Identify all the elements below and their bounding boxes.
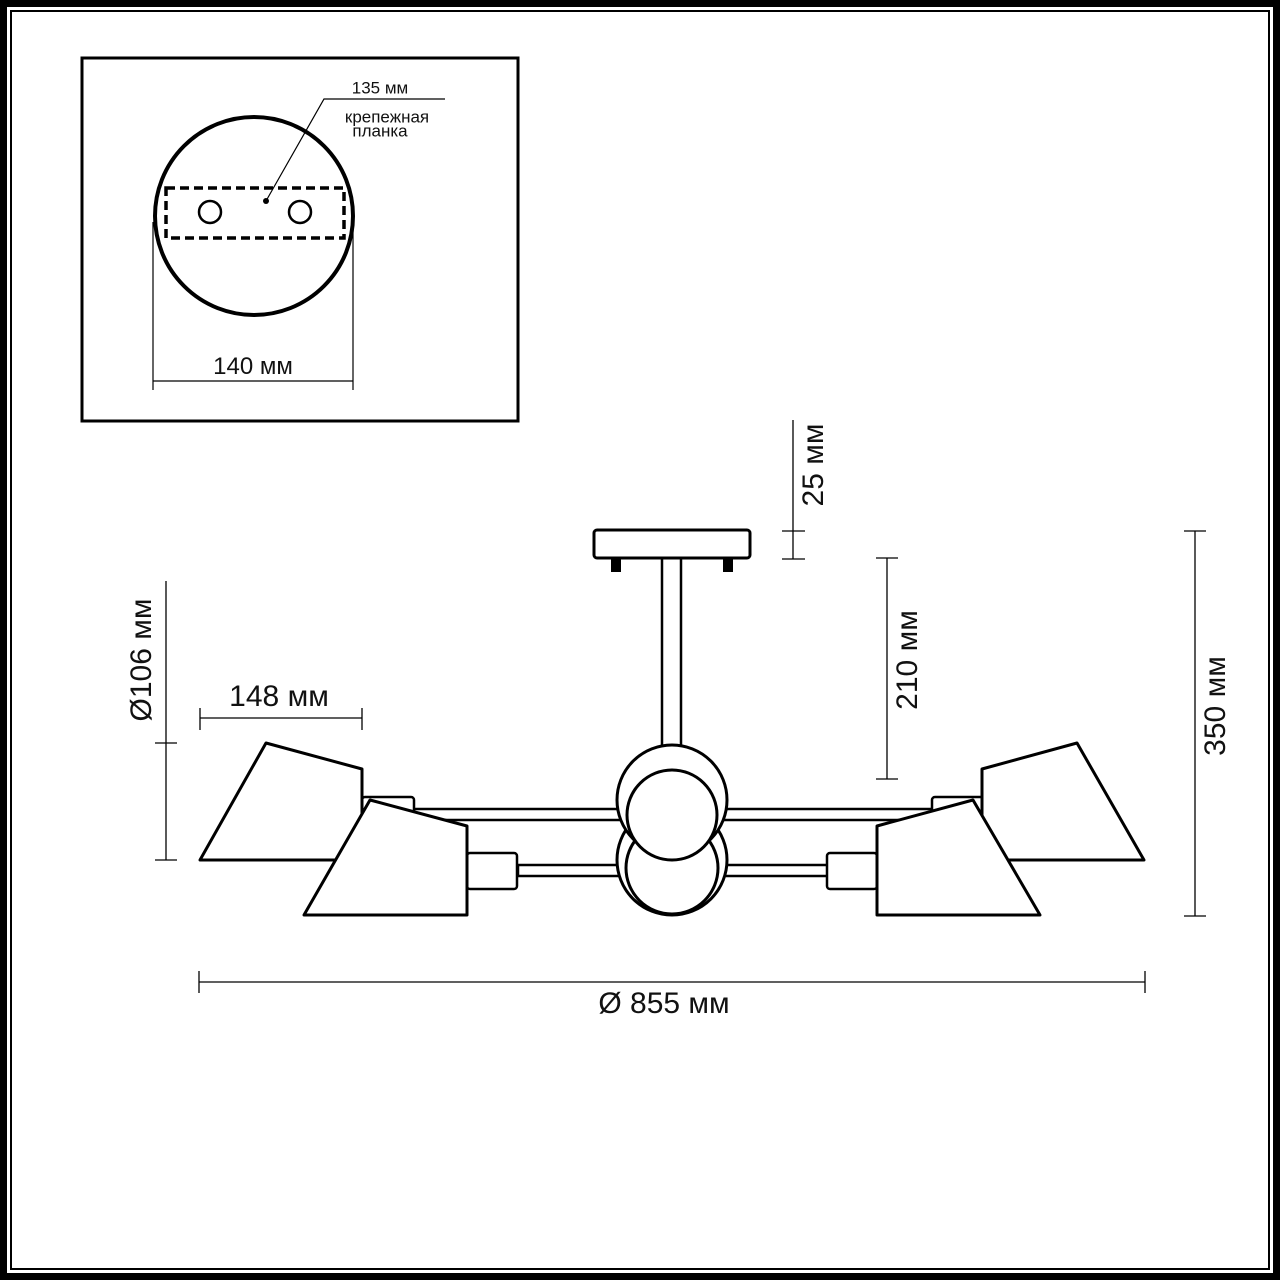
socket-front-right (825, 851, 879, 891)
shade-front-left (302, 798, 469, 917)
screw-hole-left (197, 199, 223, 225)
bracket-length-label: 135 мм (351, 78, 409, 98)
canopy-diameter-label: 140 мм (213, 353, 293, 380)
canopy-height-label: 25 мм (797, 423, 830, 507)
inner-border-frame (10, 10, 1270, 1270)
socket-front-left (465, 851, 519, 891)
shade-length-label: 148 мм (229, 680, 329, 713)
dimension-lines (155, 420, 1206, 993)
bracket-label-line2: планка (352, 121, 408, 141)
canopy-foot-left (611, 558, 621, 572)
shade-front-right (875, 798, 1042, 917)
total-height-label: 350 мм (1199, 656, 1232, 756)
mounting-inset (80, 56, 520, 423)
mounting-bracket-outline (164, 186, 346, 240)
chandelier-side-view (198, 528, 1146, 917)
shade-back-left (198, 741, 364, 862)
bracket-label-line1: крепежная (344, 107, 430, 127)
canopy (592, 528, 752, 560)
canopy-foot-right (723, 558, 733, 572)
leader-line (265, 98, 445, 202)
canopy-top-view-circle (153, 115, 355, 317)
overall-diameter-label: Ø 855 мм (598, 987, 730, 1020)
stem-rod (660, 556, 683, 750)
shade-back-right (980, 741, 1146, 862)
hub-upper-inner (625, 768, 719, 862)
screw-hole-right (287, 199, 313, 225)
rod-length-label: 210 мм (891, 610, 924, 710)
shade-diameter-label: Ø106 мм (125, 598, 158, 722)
